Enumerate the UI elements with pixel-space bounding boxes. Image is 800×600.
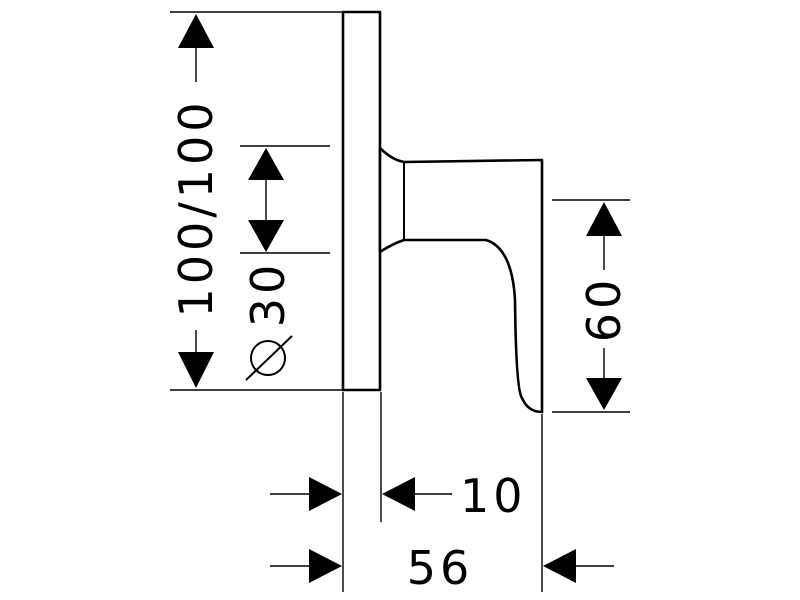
arrow-down-icon xyxy=(586,378,622,410)
arrow-up-icon xyxy=(178,14,214,48)
height-label-mask xyxy=(172,82,220,330)
dimension-label-diameter: 30 xyxy=(241,261,295,328)
dimension-label-height: 100/100 xyxy=(169,98,223,317)
arrow-down-icon xyxy=(248,220,284,252)
dimension-label-lever-drop: 60 xyxy=(577,276,631,343)
diameter-symbol-icon xyxy=(245,335,293,381)
arrow-down-icon xyxy=(178,352,214,388)
dimension-label-plate-depth: 10 xyxy=(460,469,527,523)
arrow-right-icon xyxy=(309,549,342,583)
arrow-right-icon xyxy=(309,477,342,511)
lever-handle-outline xyxy=(378,146,544,414)
arrow-up-icon xyxy=(248,148,284,180)
wall-plate-outline xyxy=(341,10,382,392)
arrow-up-icon xyxy=(586,202,622,236)
dimension-label-total-depth: 56 xyxy=(407,541,474,595)
arrow-left-icon xyxy=(382,477,415,511)
arrow-left-icon xyxy=(543,549,576,583)
lever-drop-label-mask xyxy=(582,270,626,348)
